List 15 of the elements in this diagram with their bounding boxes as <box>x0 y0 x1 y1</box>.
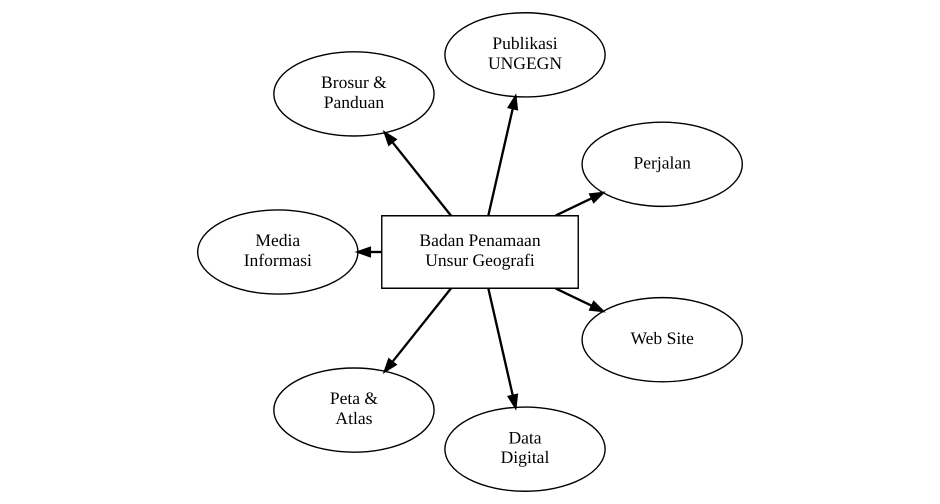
node-ellipse: Data Digital <box>444 406 606 492</box>
node-ellipse: Brosur & Panduan <box>273 51 435 137</box>
node-box: Badan Penamaan Unsur Geografi <box>381 215 579 289</box>
node-ellipse: Media Informasi <box>196 209 359 295</box>
arrow <box>354 246 382 258</box>
arrow <box>487 288 518 411</box>
arrow <box>487 93 518 216</box>
node-ellipse: Publikasi UNGEGN <box>444 12 606 98</box>
arrow <box>382 288 452 374</box>
arrow <box>555 287 606 313</box>
node-ellipse: Web Site <box>581 296 744 383</box>
arrow <box>555 191 606 217</box>
arrow <box>382 130 452 216</box>
node-ellipse: Perjalan <box>581 121 744 208</box>
node-ellipse: Peta & Atlas <box>273 367 435 453</box>
